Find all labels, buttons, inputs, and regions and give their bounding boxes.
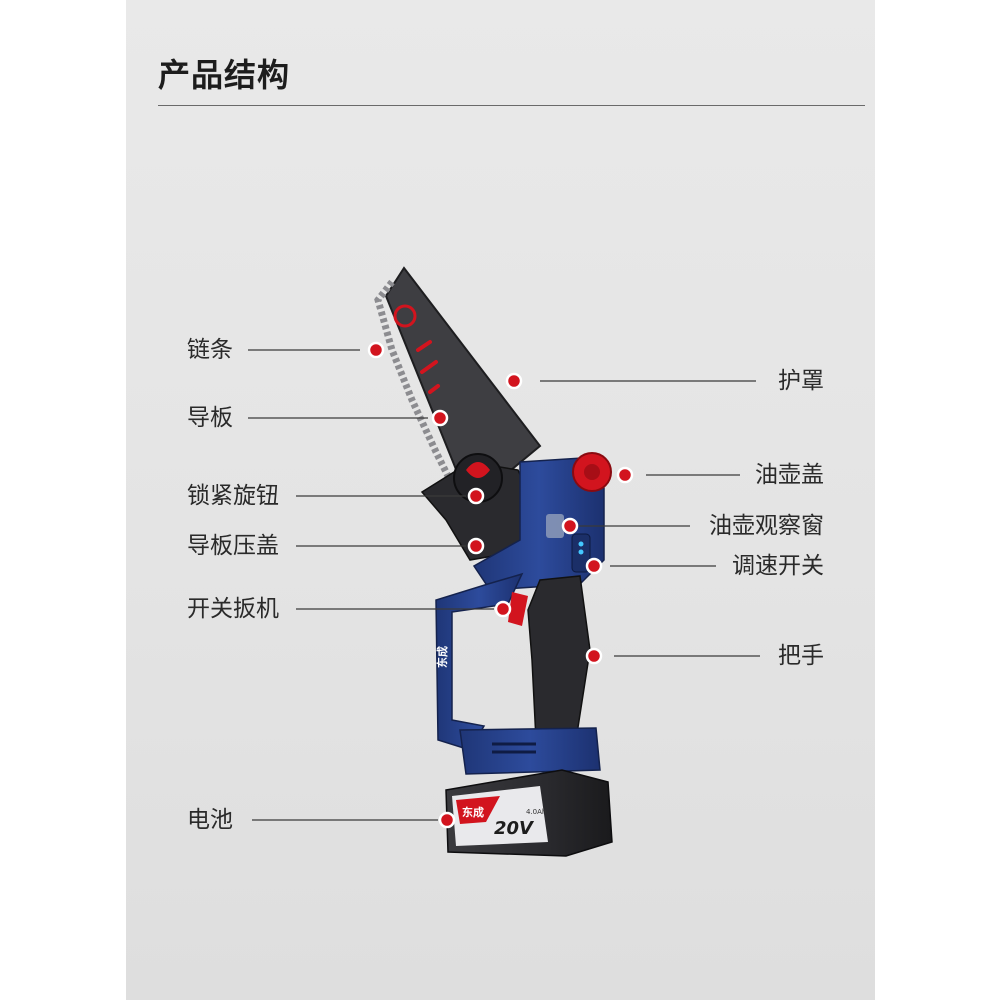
speed-switch-label: 调速开关 <box>732 553 824 579</box>
trigger-part <box>508 592 528 626</box>
battery-dot <box>438 811 456 829</box>
oil-window-dot <box>561 517 579 535</box>
bar-cover-label: 导板压盖 <box>187 533 279 559</box>
handle-dot <box>585 647 603 665</box>
chain-dot <box>367 341 385 359</box>
bar-cover-dot <box>467 537 485 555</box>
oil-window-label: 油壶观察窗 <box>709 513 824 539</box>
speed-switch-dot <box>585 557 603 575</box>
trigger-dot <box>494 600 512 618</box>
oil-window-part <box>546 514 564 538</box>
oil-cap-label: 油壶盖 <box>755 462 824 488</box>
battery-label: 电池 <box>187 807 233 833</box>
page-title: 产品结构 <box>158 56 291 94</box>
saw-chain <box>374 279 464 502</box>
grip <box>527 575 591 741</box>
handle-label: 把手 <box>778 643 824 669</box>
oil-cap-dot <box>616 466 634 484</box>
battery-capacity-text: 4.0Ah <box>526 808 546 816</box>
guard-label: 护罩 <box>778 368 824 394</box>
battery-voltage-text: 20V <box>494 818 535 839</box>
bar-decal <box>416 340 440 394</box>
handle-brand-text: 东成 <box>435 646 449 668</box>
battery-brand-text: 东成 <box>462 805 484 819</box>
trigger-label: 开关扳机 <box>187 596 279 622</box>
title-divider <box>158 105 865 106</box>
chain-label: 链条 <box>187 337 233 363</box>
guard-dot <box>505 372 523 390</box>
guide-bar-dot <box>431 409 449 427</box>
lock-knob-label: 锁紧旋钮 <box>187 483 279 509</box>
lock-knob-dot <box>467 487 485 505</box>
guide-bar-label: 导板 <box>187 405 233 431</box>
bar-decal <box>393 304 417 328</box>
front-handle <box>435 572 524 751</box>
